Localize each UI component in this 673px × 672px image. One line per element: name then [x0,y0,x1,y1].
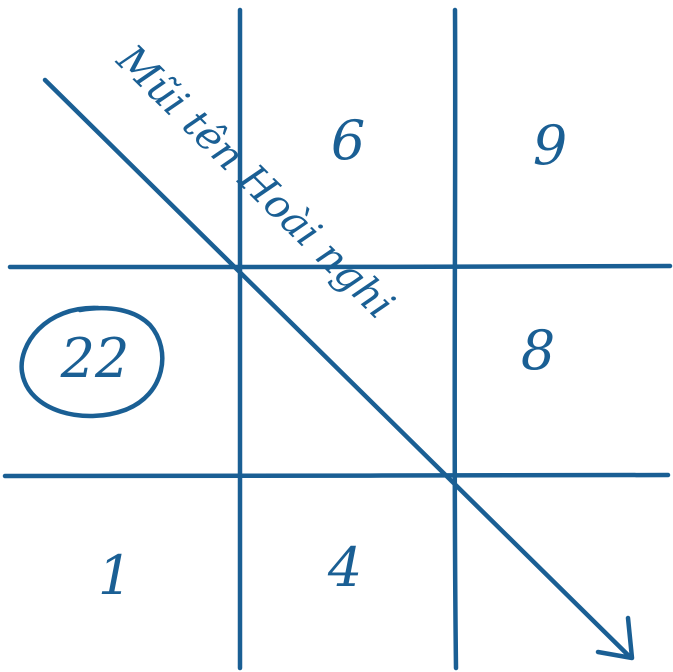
cell-r2c0: 1 [98,544,132,607]
cell-r0c2: 9 [533,114,567,177]
grid-line-vertical-1 [237,7,243,671]
arrow-head-icon [595,615,635,661]
cell-r1c2: 8 [521,319,555,382]
grid-line-horizontal-1 [7,263,673,270]
arrow-shaft [42,77,631,658]
grid-line-horizontal-2 [2,472,671,479]
cell-r1c0: 22 [60,327,130,390]
cell-r2c1: 4 [327,536,362,599]
cell-r0c1: 6 [331,109,365,172]
highlight-circle [19,305,165,419]
cell-values: 6 9 22 8 1 4 [60,109,568,607]
grid-lines [2,7,673,671]
grid-line-vertical-2 [452,7,459,671]
